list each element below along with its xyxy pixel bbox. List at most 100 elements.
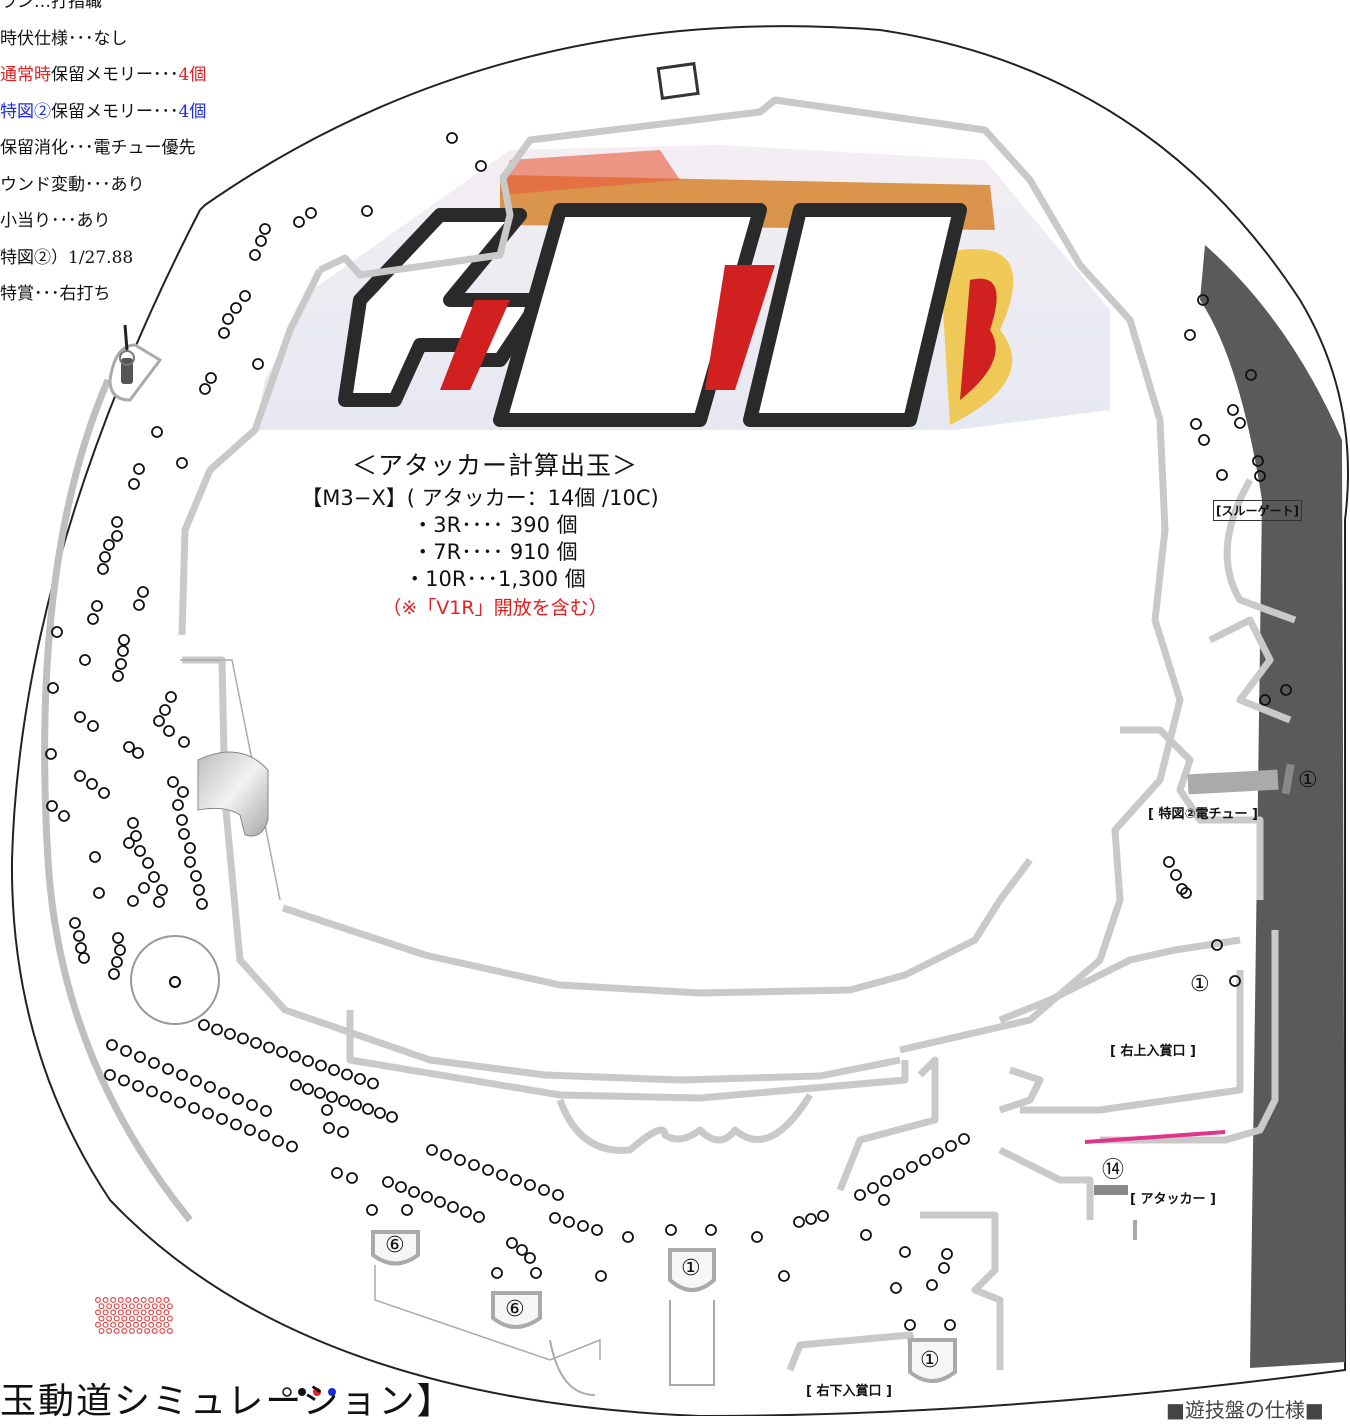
spec-text: 小当り･･･あり	[0, 211, 111, 231]
nail	[361, 205, 373, 217]
dot	[155, 1309, 162, 1316]
nail	[202, 1107, 214, 1120]
nail	[133, 599, 145, 611]
nail	[205, 372, 217, 384]
dot	[159, 1315, 166, 1322]
lower-path	[374, 1265, 601, 1361]
nail	[549, 1212, 561, 1224]
nail	[1180, 887, 1192, 899]
dot	[113, 1327, 120, 1334]
nail	[705, 1224, 717, 1236]
nail	[58, 810, 70, 822]
spec-line: 時伏仕様･･･なし	[0, 21, 206, 58]
spec-text: 通常時	[0, 65, 51, 85]
dot	[163, 1309, 170, 1316]
nail	[176, 1069, 188, 1081]
nail	[112, 932, 124, 944]
nail	[174, 1096, 186, 1109]
nail	[1170, 869, 1182, 881]
nail	[118, 634, 130, 646]
dot	[117, 1309, 124, 1316]
nail	[1216, 469, 1228, 481]
nail	[817, 1210, 829, 1222]
nail	[530, 1267, 542, 1279]
nail	[246, 1099, 258, 1111]
nail	[426, 1144, 438, 1156]
nail	[91, 600, 103, 612]
dot	[106, 1303, 113, 1310]
left-rail	[41, 378, 193, 1223]
denchu-plate	[1187, 769, 1279, 795]
nail	[362, 1103, 374, 1115]
nail	[289, 1050, 301, 1063]
spec-text: 保留メモリー･･･	[51, 101, 179, 122]
calc-machine: 【M3−X】( アタッカー：14個 /10C)	[301, 486, 659, 510]
calc-row-7r: ・7R････ 910 個	[412, 540, 578, 564]
spec-list: ラン…打指職時伏仕様･･･なし通常時保留メモリー･･･4個特図②保留メモリー･･…	[0, 0, 206, 313]
dot	[148, 1309, 155, 1316]
nail	[177, 786, 189, 798]
nail	[338, 1095, 350, 1107]
lcd-display	[255, 145, 1110, 430]
nail	[1259, 694, 1271, 706]
nail	[563, 1216, 575, 1228]
spec-text: ラ	[0, 0, 17, 12]
nail	[188, 1102, 200, 1114]
nail	[1176, 883, 1188, 895]
nail	[524, 1252, 536, 1264]
nail	[127, 895, 139, 907]
nail	[374, 1107, 386, 1119]
dot	[106, 1315, 113, 1322]
footer-dot	[313, 1388, 321, 1396]
nail	[272, 1135, 284, 1147]
nail	[1280, 684, 1292, 696]
dot	[102, 1296, 109, 1303]
dot	[117, 1321, 124, 1328]
nail	[1184, 329, 1196, 341]
nail	[151, 426, 163, 438]
nail	[142, 857, 154, 869]
nail	[447, 1201, 459, 1213]
nail	[249, 249, 261, 261]
nail	[111, 956, 123, 968]
guide-tube	[197, 751, 269, 837]
nail	[401, 1204, 413, 1216]
dot	[106, 1327, 113, 1334]
dot	[125, 1309, 132, 1316]
footer-dot	[282, 1387, 292, 1397]
nail	[115, 658, 127, 670]
spec-line: 特賞･･･右打ち	[0, 276, 206, 313]
nail	[250, 1037, 262, 1049]
nail	[184, 856, 196, 868]
spec-line: 特図②）1/27.88	[0, 240, 206, 277]
dot	[144, 1303, 151, 1310]
nail	[475, 160, 487, 172]
nail	[538, 1184, 550, 1196]
nail	[926, 1279, 938, 1291]
nail	[524, 1179, 536, 1191]
nail	[224, 1028, 236, 1040]
attacker-plate	[1094, 1185, 1128, 1195]
dot	[113, 1303, 120, 1310]
nail	[263, 1041, 275, 1054]
nail	[204, 1081, 216, 1093]
nail	[421, 1191, 433, 1203]
nail	[45, 748, 57, 760]
nail	[216, 1113, 228, 1125]
dot	[136, 1327, 143, 1334]
footer-dot	[328, 1388, 336, 1396]
nail	[69, 917, 81, 929]
footer-dot	[298, 1388, 306, 1396]
dot	[133, 1321, 140, 1328]
nail	[148, 871, 160, 883]
nail	[160, 1091, 172, 1103]
nail	[178, 736, 190, 748]
spec-text: 時伏仕様･･･なし	[0, 28, 128, 49]
nail	[211, 1023, 223, 1036]
calc-note: （※「V1R」開放を含む）	[382, 597, 608, 619]
dot	[159, 1327, 166, 1334]
top-gauge	[656, 61, 700, 101]
nail	[1252, 455, 1264, 467]
right-upper-payout: ①	[1190, 972, 1210, 997]
nail	[252, 358, 264, 370]
